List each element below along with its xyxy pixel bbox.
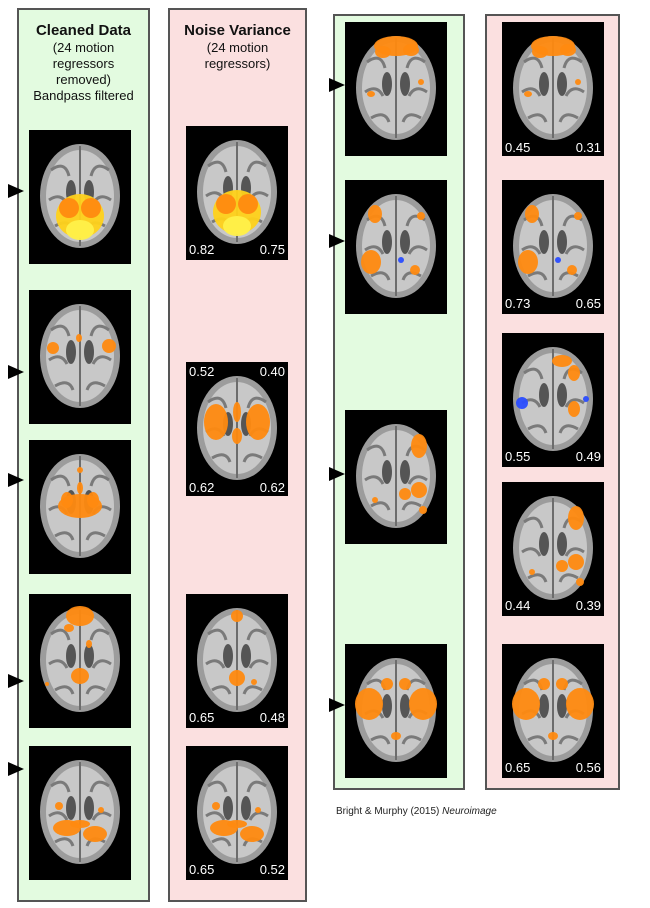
pointer-arrow-icon bbox=[8, 184, 24, 198]
brain-slice: 0.44 0.39 bbox=[502, 482, 604, 616]
correlation-left: 0.52 bbox=[189, 364, 215, 379]
column-subtitle-line: (24 motion bbox=[206, 40, 269, 55]
column-title-noise: Noise Variance (24 motion regressors) bbox=[168, 22, 307, 72]
brain-slice: 0.55 0.49 bbox=[502, 333, 604, 467]
correlation-right: 0.39 bbox=[575, 598, 601, 613]
column-heading: Cleaned Data bbox=[35, 22, 132, 39]
brain-slice-image bbox=[40, 760, 120, 864]
correlation-right: 0.75 bbox=[259, 242, 285, 257]
pointer-arrow-icon bbox=[8, 762, 24, 776]
brain-slice bbox=[29, 594, 131, 728]
brain-slice bbox=[29, 130, 131, 264]
column-subtitle-line: Bandpass filtered bbox=[33, 88, 134, 103]
brain-slice-image bbox=[197, 760, 277, 864]
brain-slice: 0.73 0.65 bbox=[502, 180, 604, 314]
brain-slice: 0.65 0.48 bbox=[186, 594, 288, 728]
brain-slice-image bbox=[40, 606, 120, 712]
brain-slice-image bbox=[40, 454, 120, 558]
correlation-left: 0.65 bbox=[505, 760, 531, 775]
correlation-right: 0.56 bbox=[575, 760, 601, 775]
brain-slice: 0.65 0.56 bbox=[502, 644, 604, 778]
pointer-arrow-icon bbox=[8, 365, 24, 379]
brain-slice: 0.45 0.31 bbox=[502, 22, 604, 156]
brain-slice-image bbox=[40, 144, 120, 248]
column-subtitle-line: (24 motion bbox=[52, 40, 115, 55]
correlation-left: 0.55 bbox=[505, 449, 531, 464]
column-subtitle-line: removed) bbox=[56, 72, 111, 87]
credit-journal: Neuroimage bbox=[442, 806, 497, 817]
column-heading: Noise Variance bbox=[184, 22, 291, 39]
correlation-left: 0.45 bbox=[505, 140, 531, 155]
pointer-arrow-icon bbox=[329, 698, 345, 712]
column-subtitle-line: regressors bbox=[52, 56, 115, 71]
pointer-arrow-icon bbox=[329, 467, 345, 481]
brain-slice bbox=[29, 290, 131, 424]
brain-slice-image bbox=[513, 36, 593, 140]
brain-slice-image bbox=[197, 376, 277, 480]
brain-slice: 0.82 0.75 bbox=[186, 126, 288, 260]
brain-slice-image bbox=[197, 140, 277, 244]
brain-slice-image bbox=[512, 658, 594, 762]
brain-slice-image bbox=[513, 496, 593, 600]
correlation-right: 0.65 bbox=[575, 296, 601, 311]
brain-slice-image bbox=[40, 304, 120, 408]
correlation-right: 0.49 bbox=[575, 449, 601, 464]
correlation-left: 0.65 bbox=[189, 862, 215, 877]
credit-authors: Bright & Murphy (2015) bbox=[336, 806, 440, 817]
brain-slice-image bbox=[355, 658, 437, 762]
brain-slice bbox=[345, 180, 447, 314]
brain-slice bbox=[345, 410, 447, 544]
brain-slice bbox=[29, 440, 131, 574]
brain-slice: 0.52 0.40 0.62 0.62 bbox=[186, 362, 288, 496]
pointer-arrow-icon bbox=[8, 473, 24, 487]
brain-slice-image bbox=[356, 194, 436, 298]
correlation-right: 0.62 bbox=[259, 480, 285, 495]
figure-credit: Bright & Murphy (2015) Neuroimage bbox=[336, 806, 497, 817]
correlation-left: 0.65 bbox=[189, 710, 215, 725]
correlation-left: 0.73 bbox=[505, 296, 531, 311]
brain-slice-image bbox=[356, 36, 436, 140]
correlation-right: 0.48 bbox=[259, 710, 285, 725]
correlation-left: 0.62 bbox=[189, 480, 215, 495]
correlation-right: 0.40 bbox=[259, 364, 285, 379]
correlation-left: 0.82 bbox=[189, 242, 215, 257]
pointer-arrow-icon bbox=[8, 674, 24, 688]
column-title-cleaned: Cleaned Data (24 motion regressors remov… bbox=[17, 22, 150, 104]
brain-slice bbox=[29, 746, 131, 880]
brain-slice-image bbox=[513, 194, 593, 298]
correlation-right: 0.31 bbox=[575, 140, 601, 155]
brain-slice: 0.65 0.52 bbox=[186, 746, 288, 880]
brain-slice bbox=[345, 22, 447, 156]
brain-slice-image bbox=[197, 608, 277, 712]
brain-slice-image bbox=[356, 424, 436, 528]
column-subtitle-line: regressors) bbox=[204, 56, 271, 71]
correlation-left: 0.44 bbox=[505, 598, 531, 613]
correlation-right: 0.52 bbox=[259, 862, 285, 877]
brain-slice-image bbox=[513, 347, 593, 451]
pointer-arrow-icon bbox=[329, 234, 345, 248]
pointer-arrow-icon bbox=[329, 78, 345, 92]
brain-slice bbox=[345, 644, 447, 778]
